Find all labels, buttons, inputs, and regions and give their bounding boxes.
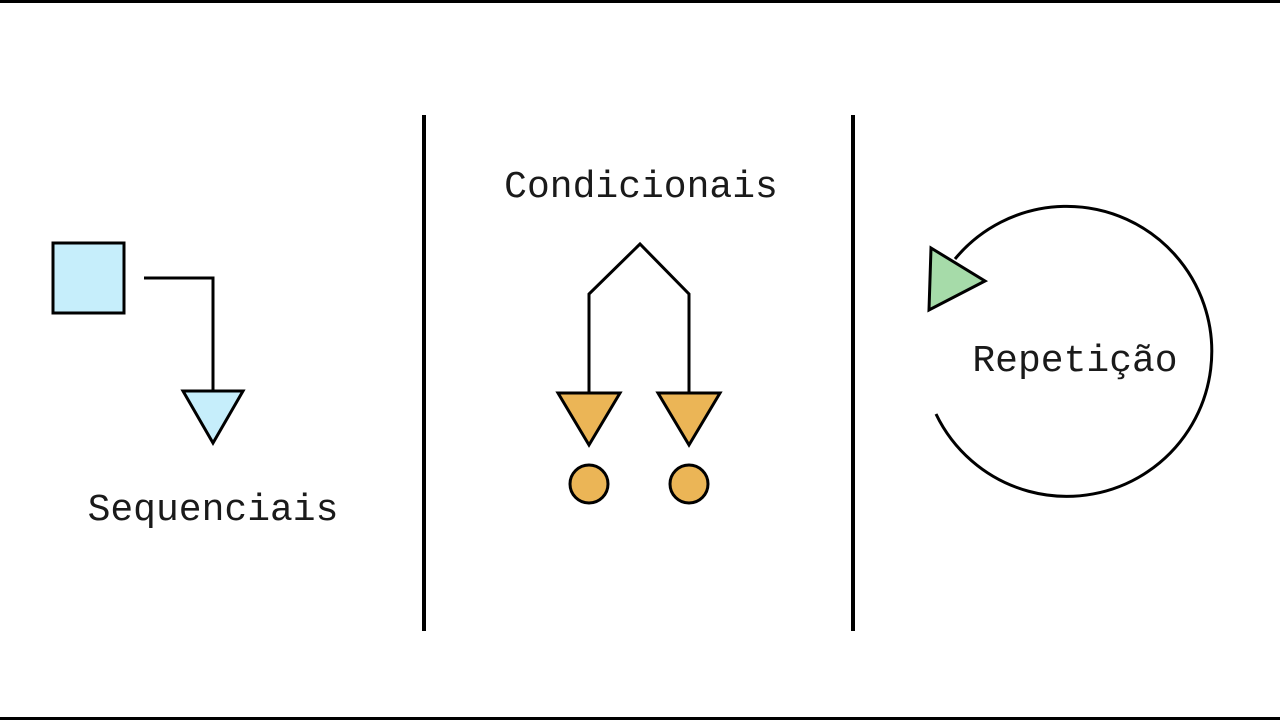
repetition-label: Repetição <box>972 340 1177 383</box>
sequential-square-icon <box>51 241 126 315</box>
conditional-branch <box>587 241 691 393</box>
sequential-connector <box>144 276 215 391</box>
conditional-right-circle-icon <box>668 463 710 505</box>
control-structures-diagram: Sequenciais Condicionais Repetição <box>51 115 1214 631</box>
repetition-panel: Repetição <box>927 204 1214 498</box>
conditional-left-triangle-icon <box>555 391 623 448</box>
sequential-label: Sequenciais <box>88 489 339 532</box>
conditional-right-triangle-icon <box>655 391 723 448</box>
conditional-panel: Condicionais <box>504 166 778 505</box>
sequential-triangle-icon <box>180 389 246 447</box>
repetition-loop-arc <box>934 204 1214 498</box>
sequential-panel: Sequenciais <box>51 241 339 532</box>
repetition-arrowhead-icon <box>927 245 989 313</box>
conditional-left-circle-icon <box>568 463 610 505</box>
conditional-label: Condicionais <box>504 166 778 209</box>
